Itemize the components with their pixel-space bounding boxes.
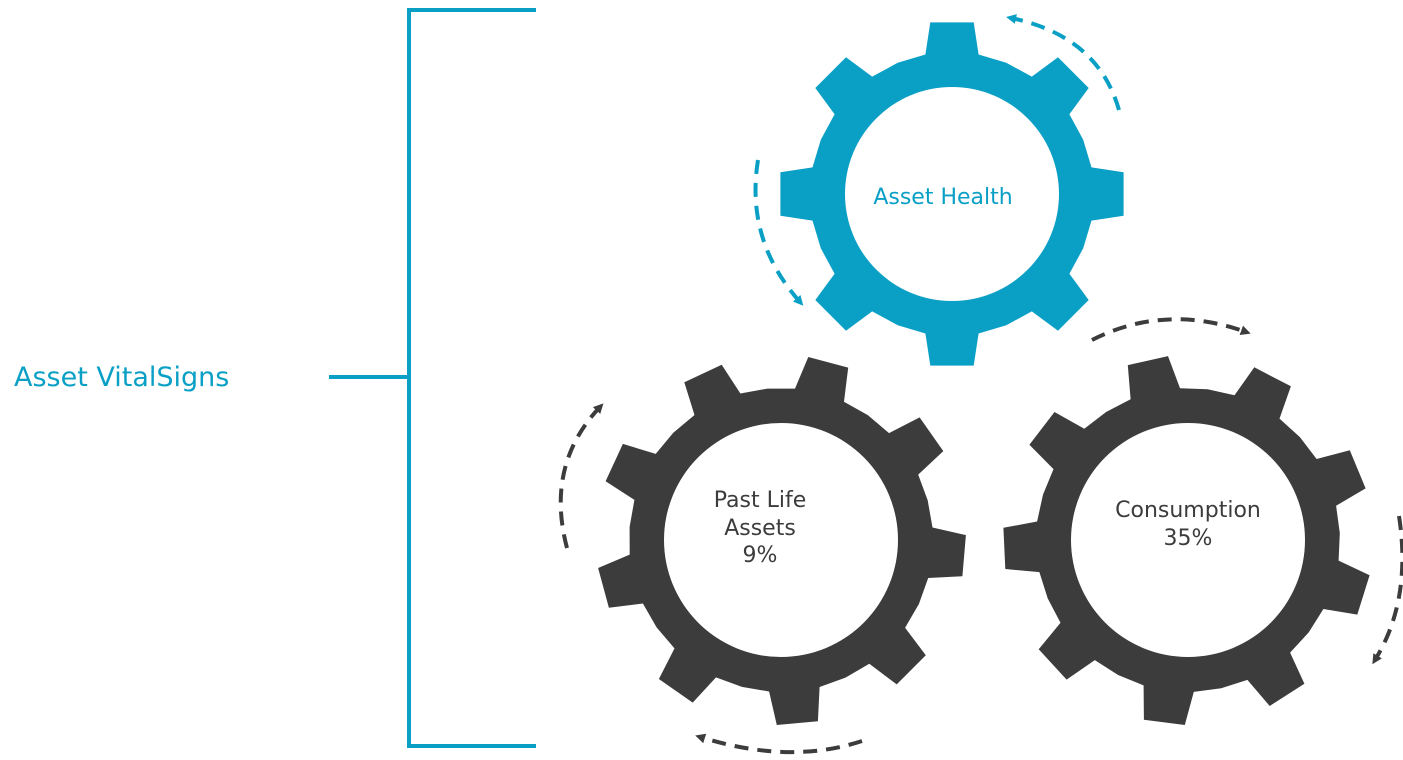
past-life-assets-gear-icon xyxy=(598,357,966,725)
consumption-label-line: Consumption xyxy=(1115,498,1261,523)
asset-health-label: Asset Health xyxy=(838,184,1048,212)
bracket xyxy=(329,8,536,748)
past-life-assets-label-line-2: Assets xyxy=(724,515,796,541)
asset-health-label-line: Asset Health xyxy=(873,185,1013,210)
consumption-rotation-arrow-right xyxy=(1372,515,1403,665)
consumption-rotation-arrow-top xyxy=(1091,317,1251,342)
past-rotation-arrow-bottom xyxy=(695,733,863,755)
asset-vitalsigns-label: Asset VitalSigns xyxy=(14,362,230,393)
consumption-label: Consumption 35% xyxy=(1083,497,1293,552)
health-rotation-arrow-left xyxy=(753,159,804,306)
consumption-gear-icon xyxy=(1003,356,1370,725)
past-rotation-arrow-left xyxy=(558,403,604,549)
health-rotation-arrow-top xyxy=(1006,14,1121,111)
asset-health-gear-icon xyxy=(780,22,1124,366)
consumption-percent: 35% xyxy=(1163,525,1213,551)
past-life-assets-label-line-1: Past Life xyxy=(713,488,807,513)
past-life-assets-percent: 9% xyxy=(742,543,778,568)
past-life-assets-label: Past Life Assets 9% xyxy=(660,487,860,570)
